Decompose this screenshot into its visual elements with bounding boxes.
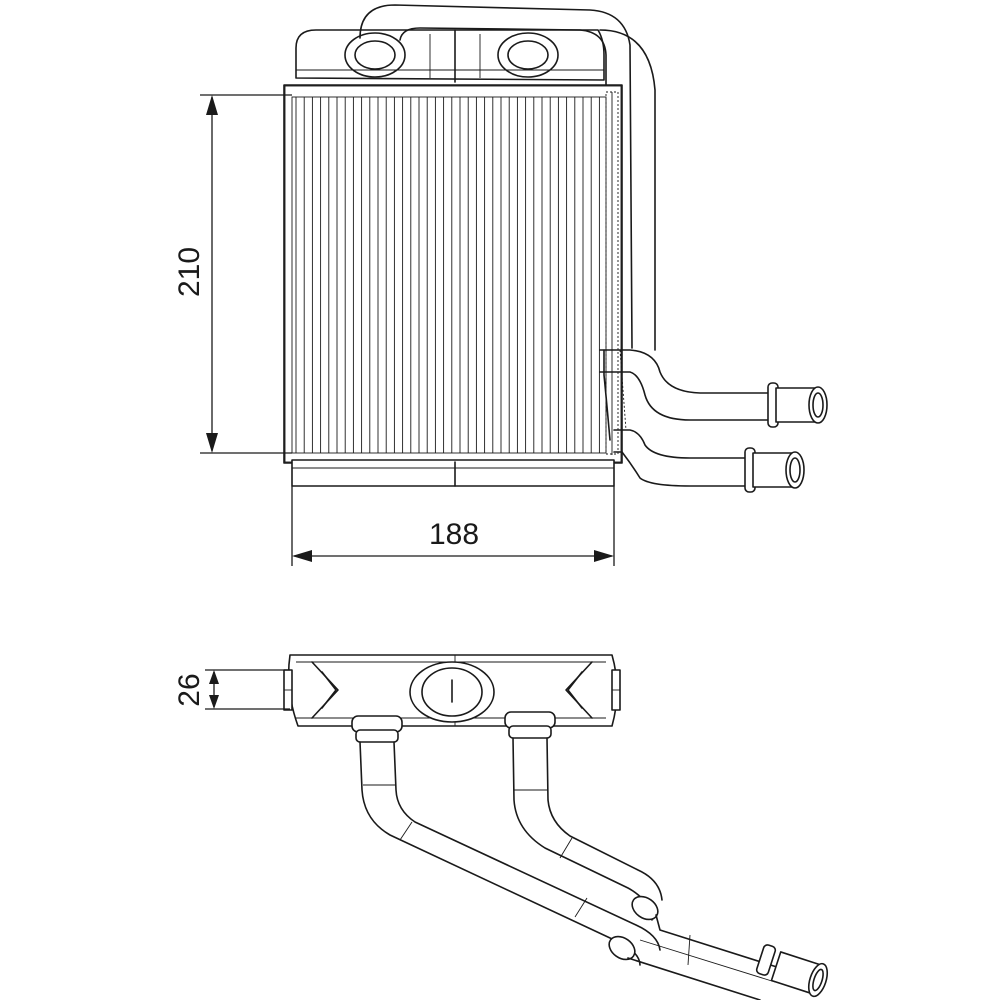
- pipes-top-view: [351, 711, 829, 1000]
- height-dimension: 210: [173, 94, 292, 454]
- depth-label: 26: [173, 673, 206, 706]
- width-dimension: 188: [291, 486, 615, 566]
- top-tank: [295, 29, 605, 83]
- top-view: 26: [173, 654, 829, 1000]
- bottom-tank: [291, 459, 615, 487]
- inlet-pipe-loop: [359, 4, 656, 351]
- front-view: 210 188: [173, 4, 828, 566]
- height-label: 210: [173, 247, 206, 297]
- outlet-pipes: [599, 349, 828, 493]
- depth-dimension: 26: [173, 669, 290, 710]
- core-body: [283, 84, 623, 464]
- core-fins: [295, 97, 600, 453]
- tank-top-view: [283, 654, 621, 727]
- width-label: 188: [429, 518, 479, 551]
